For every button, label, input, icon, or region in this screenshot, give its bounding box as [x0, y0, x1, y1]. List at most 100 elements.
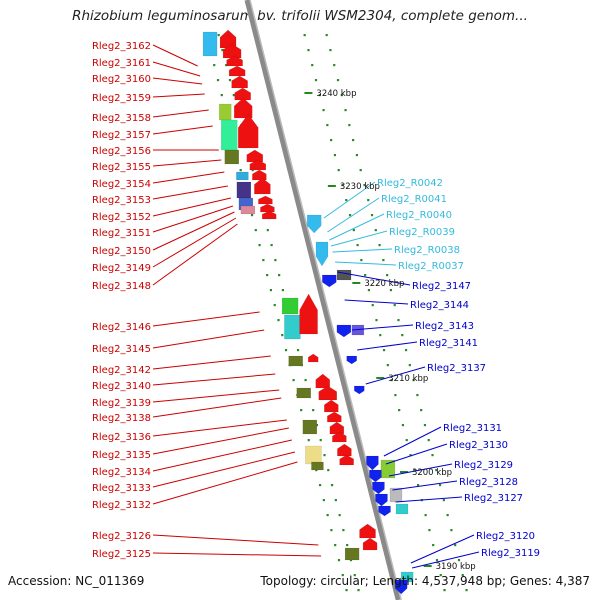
track-dot — [334, 499, 337, 502]
track-dot — [446, 514, 449, 517]
track-dot — [284, 349, 288, 352]
track-dot — [345, 199, 348, 202]
right-leader-line — [357, 341, 418, 351]
gene-arrow — [346, 355, 357, 365]
gene-block — [236, 171, 249, 181]
track-dot — [326, 514, 329, 517]
gene-arrow — [226, 55, 243, 67]
track-dot — [375, 319, 378, 322]
track-dot — [401, 334, 404, 337]
track-dot — [225, 64, 228, 67]
track-dot — [318, 484, 322, 487]
gene-arrow — [315, 373, 331, 389]
track-dot — [322, 109, 325, 112]
track-dot — [416, 484, 420, 487]
gene-arrow — [233, 97, 253, 119]
track-dot — [319, 439, 322, 442]
track-dot — [345, 589, 348, 592]
gene-arrow — [322, 274, 337, 288]
track-dot — [367, 199, 370, 202]
track-dot — [323, 454, 326, 457]
left-gene-label: Rleg2_3153 — [92, 195, 151, 206]
ruler-label: 3220 kbp — [364, 279, 404, 289]
ruler-label: 3230 kbp — [340, 182, 380, 192]
ruler-label: 3190 kbp — [436, 562, 476, 572]
track-dot — [450, 529, 453, 532]
track-dot — [435, 559, 439, 562]
left-gene-label: Rleg2_3139 — [92, 398, 151, 409]
track-dot — [393, 304, 396, 307]
track-dot — [303, 34, 306, 37]
gene-block — [296, 387, 312, 399]
track-dot — [349, 559, 353, 562]
gene-block — [220, 119, 238, 151]
track-dot — [304, 379, 307, 382]
track-dot — [432, 544, 435, 547]
left-leader-line — [152, 77, 203, 85]
left-gene-label: Rleg2_3142 — [92, 365, 151, 376]
track-dot — [330, 139, 333, 142]
track-dot — [428, 529, 431, 532]
gene-block — [389, 487, 403, 503]
left-leader-line — [152, 223, 238, 286]
gene-arrow — [234, 87, 251, 101]
left-gene-label: Rleg2_3158 — [92, 113, 151, 124]
left-gene-label: Rleg2_3133 — [92, 483, 151, 494]
left-leader-line — [152, 329, 265, 349]
track-dot — [363, 184, 366, 187]
track-dot — [266, 229, 269, 232]
track-dot — [379, 334, 382, 337]
gene-arrow — [339, 454, 354, 466]
track-dot — [348, 124, 351, 127]
track-dot — [307, 49, 310, 52]
track-dot — [333, 64, 336, 67]
gene-arrow — [337, 443, 352, 457]
gene-arrow — [249, 159, 267, 171]
track-dot — [370, 214, 374, 217]
gene-arrow — [378, 505, 391, 517]
track-dot — [325, 34, 328, 37]
trna-arrow — [315, 241, 329, 267]
ruler-label: 3210 kbp — [388, 374, 428, 384]
track-dot — [409, 454, 412, 457]
track-dot — [300, 409, 303, 412]
gene-block — [380, 459, 396, 479]
track-dot — [273, 304, 276, 307]
track-dot — [355, 154, 359, 157]
gene-arrow — [219, 29, 237, 49]
track-dot — [327, 469, 330, 472]
gene-arrow — [329, 421, 345, 435]
gene-block — [284, 314, 301, 340]
right-leader-line — [330, 230, 388, 247]
track-dot — [220, 94, 223, 97]
track-dot — [420, 409, 423, 412]
left-leader-line — [152, 125, 213, 135]
gene-arrow — [252, 169, 267, 181]
track-dot — [371, 304, 374, 307]
track-dot — [341, 184, 344, 187]
left-gene-label: Rleg2_3149 — [92, 263, 151, 274]
gene-arrow — [369, 469, 382, 483]
right-gene-label: Rleg2_3128 — [459, 477, 518, 488]
track-dot — [281, 289, 285, 292]
track-dot — [254, 229, 257, 232]
right-gene-label: Rleg2_3137 — [427, 363, 486, 374]
track-dot — [443, 589, 446, 592]
track-dot — [239, 169, 242, 172]
track-dot — [405, 439, 408, 442]
track-dot — [216, 79, 220, 82]
gene-arrow — [324, 399, 339, 413]
track-dot — [333, 154, 337, 157]
gene-arrow — [375, 493, 388, 507]
right-leader-line — [329, 213, 385, 241]
right-gene-label: Rleg2_3141 — [419, 338, 478, 349]
right-leader-line — [392, 480, 458, 491]
track-dot — [337, 169, 340, 172]
backbone-line — [244, 0, 401, 600]
right-gene-label: Rleg2_3144 — [410, 300, 469, 311]
gene-block — [305, 445, 322, 465]
track-dot — [352, 229, 355, 232]
gene-block — [311, 461, 324, 471]
